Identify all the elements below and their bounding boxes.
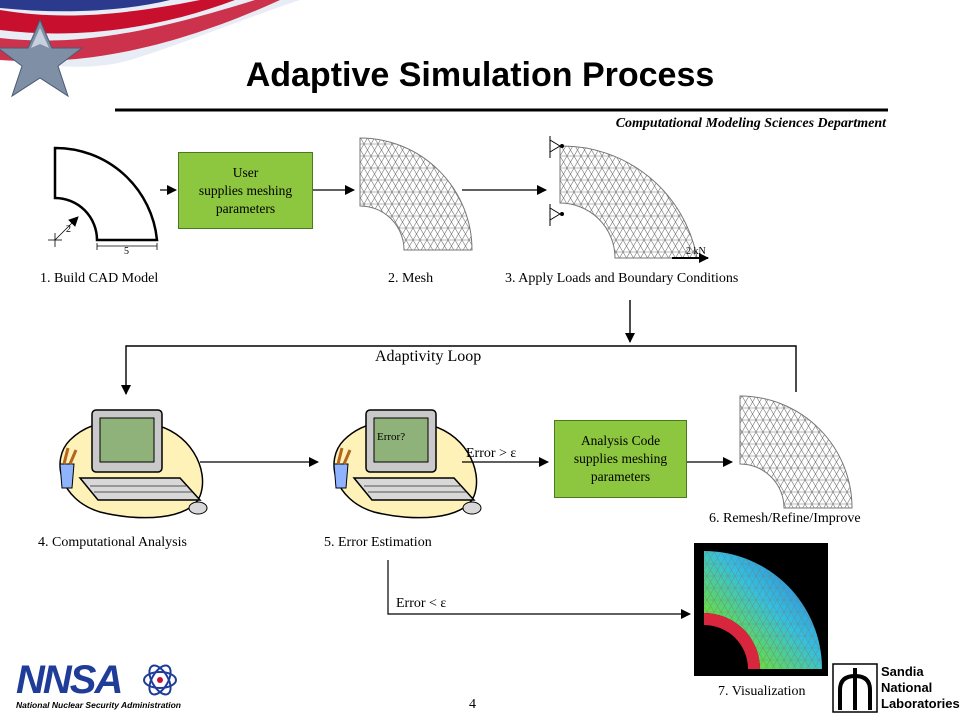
analysis-box-line-2: supplies meshing: [573, 451, 668, 466]
analysis-params-box: Analysis Code supplies meshing parameter…: [554, 420, 687, 498]
computer-analysis-icon: [59, 409, 208, 519]
step-2-label: 2. Mesh: [388, 271, 434, 286]
cad-model-shape: [48, 146, 159, 250]
step-3-label: 3. Apply Loads and Boundary Conditions: [505, 271, 739, 286]
cad-width-label: 5: [124, 246, 129, 257]
flag-banner-icon: [0, 0, 300, 98]
sandia-line-3: Laboratories: [881, 696, 960, 711]
error-greater-label: Error > ε: [466, 446, 517, 461]
department-label: Computational Modeling Sciences Departme…: [615, 116, 886, 131]
error-screen-text: Error?: [377, 431, 406, 443]
step-7-label: 7. Visualization: [718, 684, 806, 699]
adaptivity-loop-line: [121, 345, 797, 395]
nnsa-subtitle: National Nuclear Security Administration: [16, 700, 181, 710]
page-number: 4: [469, 697, 476, 712]
error-less-path: [387, 560, 691, 619]
error-less-label: Error < ε: [396, 596, 447, 611]
computer-error-icon: [333, 409, 482, 519]
nnsa-logo-text: NNSA: [16, 658, 123, 702]
step-4-label: 4. Computational Analysis: [38, 535, 187, 550]
remesh-shape: [739, 395, 853, 509]
adaptivity-loop-label: Adaptivity Loop: [375, 348, 482, 365]
sandia-logo-text: Sandia National Laboratories: [881, 664, 960, 712]
analysis-box-line-1: Analysis Code: [580, 433, 661, 448]
user-params-box: User supplies meshing parameters: [178, 152, 313, 229]
user-box-line-2: supplies meshing: [198, 182, 293, 198]
visualization-image: [694, 543, 828, 676]
mesh-shape: [359, 137, 473, 251]
sandia-line-1: Sandia: [881, 664, 924, 679]
page-title: Adaptive Simulation Process: [245, 56, 715, 94]
step-6-label: 6. Remesh/Refine/Improve: [709, 511, 861, 526]
user-box-line-1: User: [232, 164, 259, 180]
sandia-line-2: National: [881, 680, 933, 695]
step-1-label: 1. Build CAD Model: [40, 271, 159, 286]
cad-radius-label: 2: [66, 224, 71, 235]
nnsa-logo-icon: [143, 664, 177, 696]
analysis-box-line-3: parameters: [590, 469, 651, 484]
loaded-mesh-shape: [549, 136, 709, 263]
user-box-line-3: parameters: [215, 200, 276, 216]
step-5-label: 5. Error Estimation: [324, 535, 432, 550]
load-label: 2 kN: [686, 246, 706, 257]
sandia-logo-icon: [832, 663, 878, 713]
